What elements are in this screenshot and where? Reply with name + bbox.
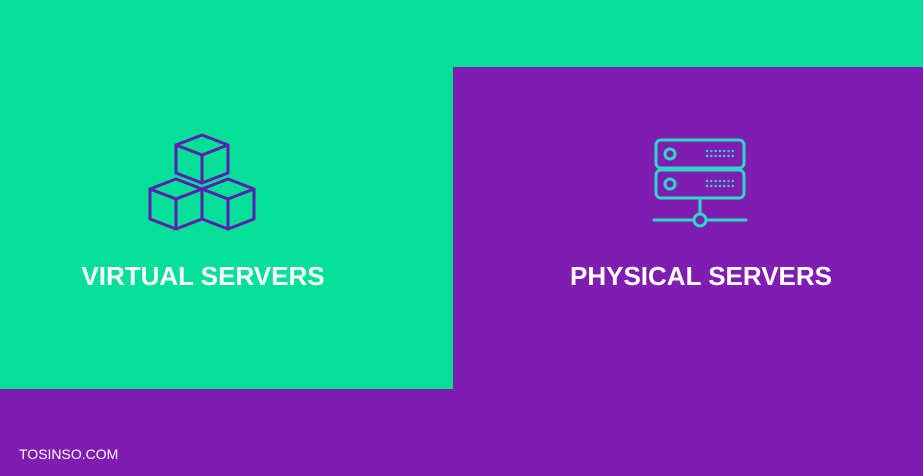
watermark-text: TOSINSO.COM [19, 446, 119, 462]
virtual-servers-title: VIRTUAL SERVERS [81, 261, 325, 291]
virtual-servers-panel [0, 0, 453, 389]
physical-servers-panel [453, 67, 923, 389]
top-accent-strip [453, 0, 923, 67]
physical-servers-title: PHYSICAL SERVERS [569, 261, 832, 291]
cubes-icon [148, 133, 256, 231]
server-icon [652, 138, 748, 228]
